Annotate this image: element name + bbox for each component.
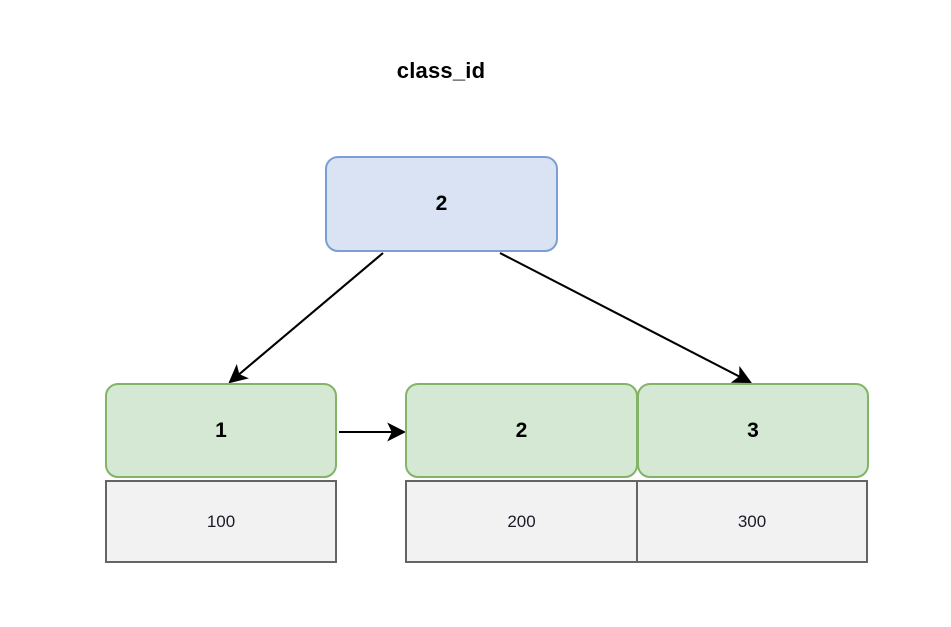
leaf-key-cell[interactable]: 2 [405,383,638,478]
leaf-left-data-row: 100 [105,480,337,563]
leaf-data-cell[interactable]: 200 [405,480,638,563]
edge-root-to-right-leaf [499,252,752,383]
leaf-key-cell[interactable]: 3 [637,383,869,478]
leaf-key-cell[interactable]: 1 [105,383,337,478]
leaf-data-cell[interactable]: 300 [636,480,868,563]
leaf-right-data-row: 200 300 [405,480,868,563]
root-node[interactable]: 2 [325,156,558,252]
root-key-cell: 2 [435,192,448,215]
leaf-right-key-row: 2 3 [405,383,869,478]
diagram-title: class_id [396,58,486,83]
edge-root-to-left-leaf [228,252,384,384]
leaf-left-key-row: 1 [105,383,337,478]
leaf-data-cell[interactable]: 100 [105,480,337,563]
